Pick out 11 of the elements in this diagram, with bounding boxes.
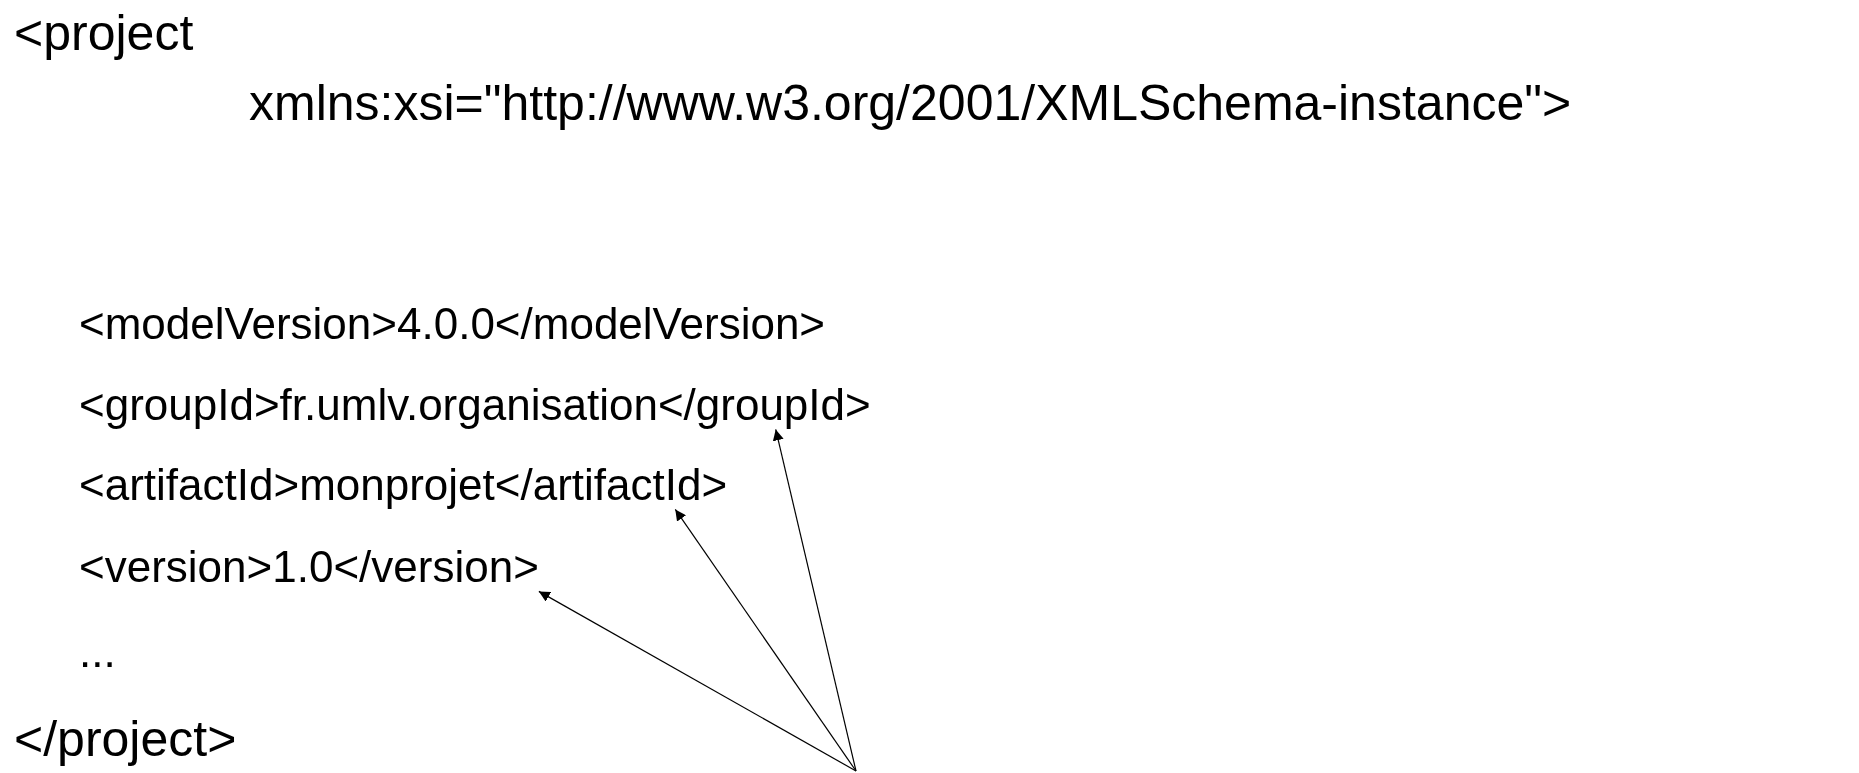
arrow: [674, 508, 857, 772]
arrow: [772, 428, 857, 772]
code-line: xmlns:xsi="http://www.w3.org/2001/XMLSchema-instance">: [249, 76, 1572, 131]
code-line: ...: [79, 628, 116, 677]
arrow: [538, 590, 857, 772]
code-line: <modelVersion>4.0.0</modelVersion>: [79, 300, 826, 349]
code-line: <version>1.0</version>: [79, 543, 539, 592]
code-line: </project>: [14, 712, 237, 767]
code-line: <project: [14, 6, 194, 61]
code-line: <groupId>fr.umlv.organisation</groupId>: [79, 381, 871, 430]
code-line: <artifactId>monprojet</artifactId>: [79, 461, 728, 510]
